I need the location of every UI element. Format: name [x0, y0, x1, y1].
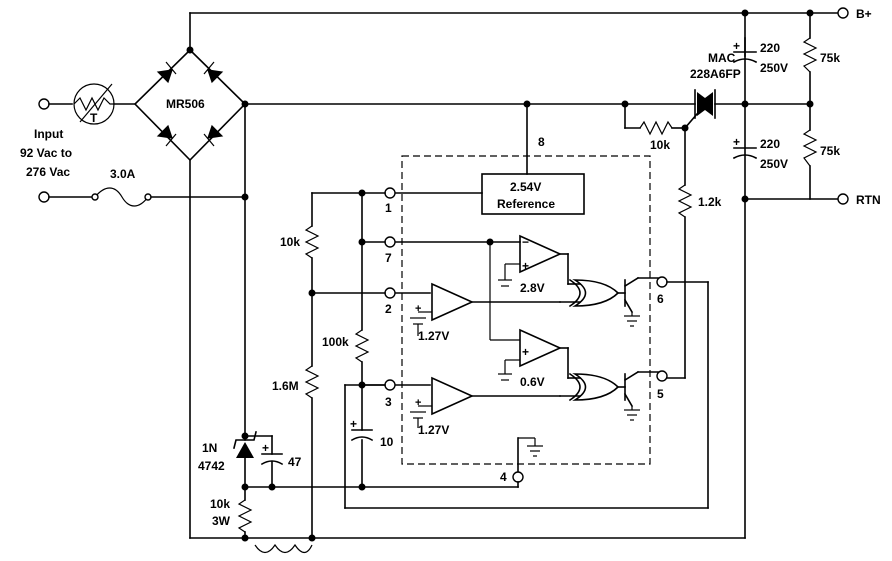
- cap-bot-label-line1: 220: [760, 137, 780, 151]
- cap10-plus: +: [350, 417, 357, 431]
- triac-label-line1: MAC: [708, 51, 736, 65]
- resistor-10k-3w-label-line2: 3W: [212, 514, 231, 528]
- rail-wires: [189, 12, 839, 539]
- resistor-75k-bottom: [802, 129, 818, 167]
- input-label-line3: 276 Vac: [26, 165, 70, 179]
- resistor-1-2k-label: 1.2k: [698, 195, 722, 209]
- comp4-plus: +: [522, 345, 529, 359]
- resistor-75k-top-label: 75k: [820, 51, 840, 65]
- vref-1-27-a: 1.27V: [418, 329, 449, 343]
- resistor-100k: [354, 329, 370, 363]
- resistor-1-6m: [304, 365, 320, 399]
- comparator-pin2: [431, 282, 474, 322]
- resistor-10k-left-label: 10k: [280, 235, 300, 249]
- zener-label-line2: 4742: [198, 459, 225, 473]
- capacitor-bank: + 220 250V + 220 250V 75k 75k B+ RTN: [732, 7, 881, 207]
- cap-47-label: 47: [288, 455, 302, 469]
- ic-outline: [401, 155, 651, 465]
- pin7-terminal[interactable]: [384, 236, 396, 248]
- divider-network: 10k 1.6M 100k + 10: [272, 192, 394, 539]
- pin4-label: 4: [500, 470, 507, 484]
- cap-bot-plus: +: [733, 135, 740, 149]
- pin3-terminal[interactable]: [384, 379, 396, 391]
- thermistor-label: T: [90, 111, 98, 125]
- resistor-1-6m-label: 1.6M: [272, 379, 299, 393]
- pin10-label: 10: [380, 435, 394, 449]
- reference-label-line1: 2.54V: [510, 180, 541, 194]
- input-terminal-bottom[interactable]: [38, 191, 50, 203]
- resistor-1-2k: [677, 184, 693, 218]
- fuse-symbol: [94, 187, 149, 207]
- comp1-plus: +: [415, 303, 421, 315]
- resistor-10k-3w: [237, 499, 253, 533]
- comp3-plus: +: [522, 259, 529, 273]
- pin1-label: 1: [385, 201, 392, 215]
- reference-label-line2: Reference: [497, 197, 555, 211]
- bridge-label: MR506: [166, 97, 205, 111]
- input-terminal-top[interactable]: [38, 98, 50, 110]
- comp2-plus: +: [415, 397, 421, 409]
- resistor-75k-bottom-label: 75k: [820, 144, 840, 158]
- gate-resistor-10k: [639, 120, 673, 136]
- vref-2-8: 2.8V: [520, 281, 545, 295]
- fuse-label: 3.0A: [110, 167, 136, 181]
- ground-squiggle: [254, 543, 313, 554]
- vref-1-27-b: 1.27V: [418, 423, 449, 437]
- b-plus-terminal[interactable]: [837, 7, 849, 19]
- reference-block: [481, 173, 585, 215]
- b-plus-label: B+: [856, 7, 872, 21]
- zener-label-line1: 1N: [202, 441, 217, 455]
- rtn-label: RTN: [856, 193, 881, 207]
- cap-bot-label-line2: 250V: [760, 157, 788, 171]
- resistor-10k-3w-label-line1: 10k: [210, 497, 230, 511]
- resistor-75k-top: [802, 37, 818, 73]
- pin1-terminal[interactable]: [384, 187, 396, 199]
- vref-0-6: 0.6V: [520, 375, 545, 389]
- zener-symbol: [236, 442, 254, 458]
- pin7-label: 7: [385, 251, 392, 265]
- xor-gate-top: [559, 278, 620, 308]
- input-label-line1: Input: [34, 127, 63, 141]
- pin5-terminal[interactable]: [656, 370, 668, 382]
- rtn-terminal[interactable]: [837, 193, 849, 205]
- triac-label-line2: 228A6FP: [690, 67, 741, 81]
- comp3-minus: −: [522, 235, 529, 249]
- transistor-pin6: [617, 276, 659, 327]
- transistor-pin5: [617, 370, 659, 421]
- pin6-terminal[interactable]: [656, 276, 668, 288]
- cap-top-label-line1: 220: [760, 41, 780, 55]
- pin8-label: 8: [538, 135, 545, 149]
- comparator-pin3: [431, 376, 474, 416]
- cap47-plus: +: [262, 441, 269, 455]
- pin2-terminal[interactable]: [384, 287, 396, 299]
- input-section: T Input 92 Vac to 276 Vac 3.0A: [20, 83, 246, 207]
- pin2-label: 2: [385, 302, 392, 316]
- gate-resistor-label: 10k: [650, 138, 670, 152]
- ic-package: 2.54V Reference 8 1 7 2 3 + 1.27V + 1.27…: [244, 103, 709, 509]
- pin4-terminal[interactable]: [512, 471, 524, 483]
- resistor-10k-left: [304, 225, 320, 259]
- supply-network: 1N 4742 + 47 10k 3W: [198, 103, 313, 554]
- triac-section: 10k MAC 228A6FP 1.2k: [624, 51, 741, 379]
- cap-top-plus: +: [733, 39, 740, 53]
- pin3-label: 3: [385, 395, 392, 409]
- cap-top-label-line2: 250V: [760, 61, 788, 75]
- bridge-rectifier: MR506: [133, 48, 247, 162]
- pin6-label: 6: [657, 292, 664, 306]
- resistor-100k-label: 100k: [322, 335, 349, 349]
- pin5-label: 5: [657, 387, 664, 401]
- xor-gate-bottom: [559, 372, 620, 402]
- input-label-line2: 92 Vac to: [20, 146, 72, 160]
- comparator-2-8v: [519, 234, 562, 274]
- comparator-0-6v: [519, 328, 562, 368]
- junction-dots: [186, 9, 814, 542]
